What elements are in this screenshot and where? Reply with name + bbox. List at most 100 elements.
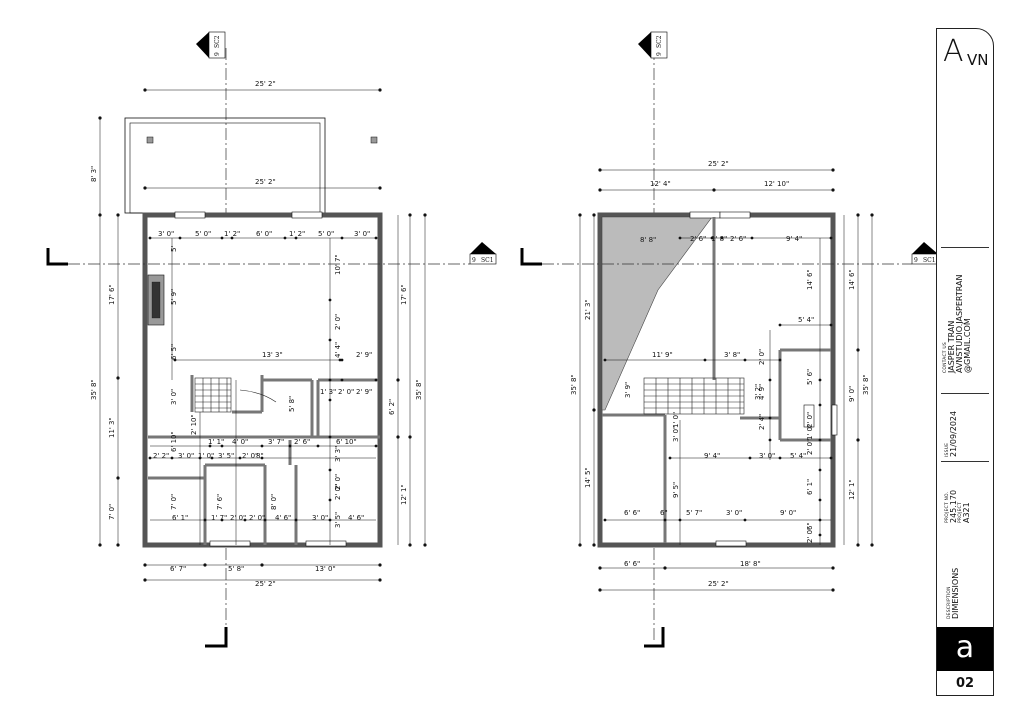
dim-label: 12' 4" [650, 180, 671, 188]
dim-label: 4' 6" [348, 514, 364, 522]
dim-label: 1' 2" [224, 230, 240, 238]
dim-label: 5' 0" [195, 230, 211, 238]
section-marker-b-floor1: 9 SC2 [196, 31, 226, 59]
dim-label: 2' 0" [338, 388, 354, 396]
dim-label: 9' 4" [786, 235, 802, 243]
dim-label: 6" [806, 522, 814, 530]
project-name: A321 [962, 502, 971, 523]
dim-label: 5' 8" [228, 565, 244, 573]
dim-label: 9' 5" [672, 482, 680, 498]
dim-label: 2' 0" [758, 349, 766, 365]
dim-label: 4' 9" [758, 384, 766, 400]
dim-label: 35' 8" [415, 379, 423, 400]
dim-label: 1' 0" [672, 412, 680, 428]
dim-label: 3' 0" [759, 452, 775, 460]
dim-label: 11' 3" [108, 417, 116, 438]
dim-label: 1' 7" [211, 514, 227, 522]
studio-logo: A VN [941, 35, 993, 75]
dim-label: 13' 3" [262, 351, 283, 359]
dim-label: 35' 8" [90, 379, 98, 400]
dim-label: 8' 0" [270, 494, 278, 510]
dim-label: 2' 2" [153, 452, 169, 460]
dim-label: 5' 0" [318, 230, 334, 238]
dim-label: 21' 3" [584, 299, 592, 320]
section-marker-a-floor2: 9 SC1 [911, 242, 939, 265]
dim-label: 2' 10" [190, 414, 198, 435]
dim-label: 2' 0" [242, 452, 258, 460]
dim-label: 7' 0" [108, 504, 116, 520]
dim-label: 6' 6" [624, 560, 640, 568]
dim-label: 5' 4" [798, 316, 814, 324]
dim-label: 35' 8" [862, 374, 870, 395]
dim-label: 14' 6" [806, 269, 814, 290]
dim-label: 3' 5" [218, 452, 234, 460]
dim-label: 4' 4" [334, 342, 342, 358]
title-block: A VN CONTACT US JASPER TRAN AVNSTUDIO.JA… [936, 28, 994, 696]
floor-plan-2 [578, 48, 874, 640]
dim-label: 1' 0" [198, 452, 214, 460]
dim-label: 6" [660, 509, 668, 517]
dim-label: 5' [170, 246, 178, 252]
dim-label: 9' 4" [704, 452, 720, 460]
dim-label: 12' 1" [848, 479, 856, 500]
dim-label: 3' 0" [312, 514, 328, 522]
divider [941, 461, 989, 462]
dim-label: 25' 2" [708, 160, 729, 168]
section-marker-a-floor1: 9 SC1 [469, 242, 497, 265]
dim-label: 1' 1" [208, 438, 224, 446]
section-tag-b2-num: 9 [656, 52, 663, 56]
section-tag-a2-num: 9 [914, 257, 918, 264]
dim-label: 3' 0" [726, 509, 742, 517]
floor1-dimension-labels: 25' 2" 25' 2" 8' 3" 25' 2" 6' 7" 5' 8" 1… [90, 80, 423, 588]
dim-label: 5' 6" [806, 369, 814, 385]
section-tag-a2-name: SC1 [923, 257, 936, 264]
sheet-number: 02 [955, 676, 975, 691]
section-marker-b-floor2: 9 SC2 [638, 31, 668, 59]
dim-label: 3' 0" [178, 452, 194, 460]
dim-label: 11' 9" [652, 351, 673, 359]
dim-label: 4' 0" [232, 438, 248, 446]
dim-label: 6' 2" [388, 399, 396, 415]
dim-label: 5' 8" [288, 396, 296, 412]
dim-label: 3' 9" [624, 382, 632, 398]
dim-label: 4' 6" [275, 514, 291, 522]
dim-label: 2' 0" [806, 412, 814, 428]
dim-label: 25' 2" [255, 178, 276, 186]
dim-label: 8" [256, 452, 264, 460]
dim-label: 2' 6" [730, 235, 746, 243]
logo-letter-a: A [943, 34, 964, 69]
dim-label: 7' 6" [216, 494, 224, 510]
dim-label: 8' 8" [640, 236, 656, 244]
dim-label: 6' 7" [170, 565, 186, 573]
dim-label: 35' 8" [570, 374, 578, 395]
dim-label: 3' 3" [334, 446, 342, 462]
dim-label: 2' 0" [806, 439, 814, 455]
dim-label: 3' 0" [354, 230, 370, 238]
dim-label: 5' 9" [170, 289, 178, 305]
section-lines [46, 248, 912, 648]
issue-date: 21/09/2024 [949, 410, 958, 457]
dim-label: 14' 6" [848, 269, 856, 290]
section-tag-b1-num: 9 [214, 52, 221, 56]
dim-label: 6' 1" [172, 514, 188, 522]
dim-label: 1' 8" [711, 235, 727, 243]
dim-label: 9' 0" [780, 509, 796, 517]
floor2-dimension-labels: 25' 2" 12' 4" 12' 10" 25' 2" 6' 6" 18' 8… [570, 160, 870, 588]
dim-label: 3' 5" [334, 512, 342, 528]
dim-label: 17' 6" [400, 284, 408, 305]
floor-plan-1 [98, 48, 427, 640]
dim-label: 1' 3" [320, 388, 336, 396]
dim-label: 3' 2" [754, 384, 762, 400]
dim-label: 8' 3" [90, 166, 98, 182]
dim-label: 2' 9" [356, 388, 372, 396]
section-tag-b2-name: SC2 [656, 35, 663, 48]
dim-label: 6' 0" [256, 230, 272, 238]
dim-label: 6' 1" [806, 479, 814, 495]
dim-label: 2' 0" [334, 314, 342, 330]
dim-label: 2' 6" [294, 438, 310, 446]
section-tag-a1-name: SC1 [481, 257, 494, 264]
contact-line-3: @GMAIL.COM [963, 318, 972, 373]
dim-label: 2' 9" [356, 351, 372, 359]
dim-label: 6' 5" [170, 344, 178, 360]
